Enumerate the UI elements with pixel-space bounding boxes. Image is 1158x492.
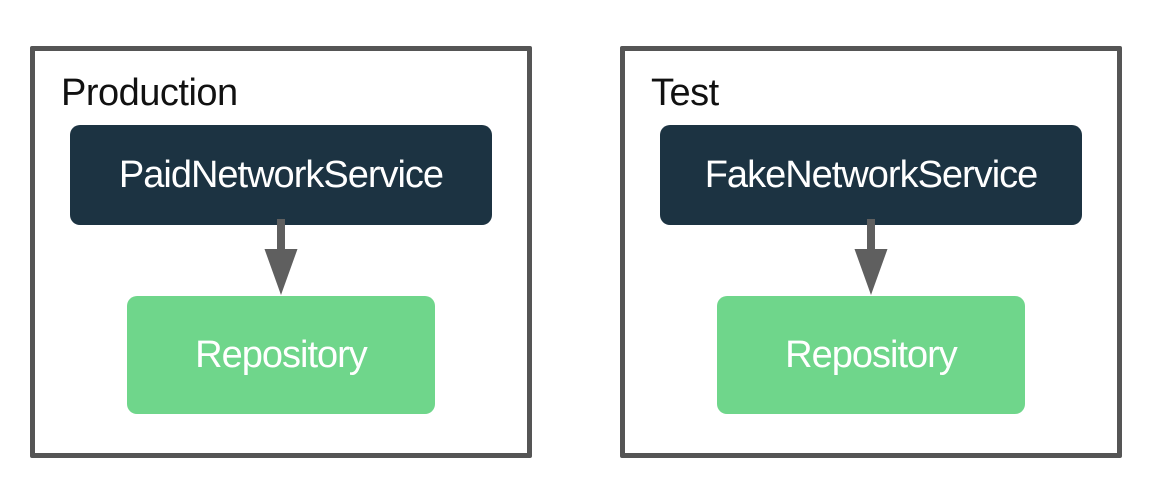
panel-production: Production PaidNetworkService Repository (30, 46, 532, 458)
arrow-down-icon (854, 219, 888, 295)
service-box-test: FakeNetworkService (660, 125, 1082, 225)
repository-box-production: Repository (127, 296, 435, 414)
repository-box-test-label: Repository (785, 333, 958, 376)
panel-production-label: Production (61, 72, 238, 114)
panel-test: Test FakeNetworkService Repository (620, 46, 1122, 458)
repository-box-production-label: Repository (195, 333, 368, 376)
service-box-test-label: FakeNetworkService (704, 153, 1039, 196)
arrow-down-icon (264, 219, 298, 295)
panel-test-label: Test (651, 72, 719, 114)
service-box-production: PaidNetworkService (70, 125, 492, 225)
service-box-production-label: PaidNetworkService (118, 153, 444, 196)
repository-box-test: Repository (717, 296, 1025, 414)
